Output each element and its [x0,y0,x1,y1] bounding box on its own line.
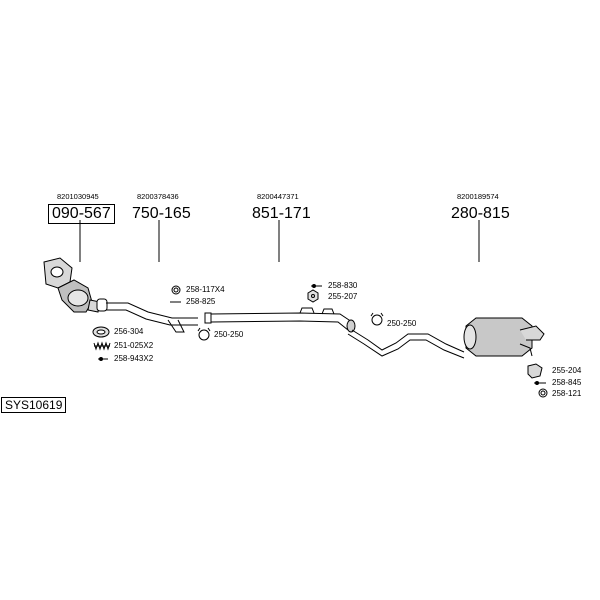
accessory-label[interactable]: 255-207 [328,292,358,301]
nut-icon [307,289,319,303]
front-pipe [106,302,198,333]
catalytic-converter [43,257,108,313]
middle-hardware [307,284,384,326]
accessory-label[interactable]: 250-250 [214,330,244,339]
part-number[interactable]: 750-165 [132,205,191,222]
oem-number: 8201030945 [57,192,99,201]
accessory-label[interactable]: 258-943X2 [114,354,154,363]
part-number[interactable]: 280-815 [451,205,510,222]
accessory-label[interactable]: 250-250 [387,319,417,328]
spring-icon [93,341,111,351]
accessory-label[interactable]: 258-830 [328,281,358,290]
accessory-label[interactable]: 258-117X4 [186,285,225,294]
diagram-id: SYS10619 [1,397,67,413]
clamp-icon [371,314,383,326]
accessory-label[interactable]: 258-845 [552,378,582,387]
clamp-icon [171,285,181,295]
oem-number: 8200189574 [457,192,499,201]
rear-muffler [463,317,545,357]
oem-number: 8200378436 [137,192,179,201]
rear-pipe [347,329,465,359]
clamp-icon [538,388,548,398]
accessory-label[interactable]: 256-304 [114,327,144,336]
accessory-label[interactable]: 255-204 [552,366,582,375]
accessory-label[interactable]: 258-121 [552,389,582,398]
bracket-icon [527,363,543,379]
accessory-label[interactable]: 258-825 [186,297,216,306]
rear-hardware [527,363,548,398]
part-number[interactable]: 851-171 [252,205,311,222]
front-hardware [92,285,211,361]
accessory-label[interactable]: 251-025X2 [114,341,154,350]
intermediate-pipe [204,307,356,333]
oem-number: 8200447371 [257,192,299,201]
part-number[interactable]: 090-567 [48,204,115,224]
clamp-icon [198,329,210,341]
